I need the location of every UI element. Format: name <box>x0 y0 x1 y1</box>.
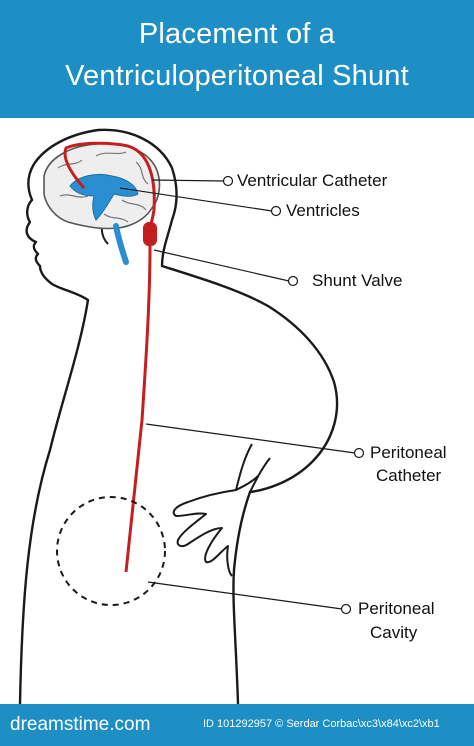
title-line-2: Ventriculoperitoneal Shunt <box>65 60 409 92</box>
label-peritoneal-cavity-line1: Peritoneal <box>358 599 435 618</box>
marker-ventricular-catheter <box>222 175 234 187</box>
footer-logo: dreamstime.com <box>10 714 151 735</box>
label-peritoneal-catheter-line1: Peritoneal <box>370 443 447 462</box>
shunt-tube-upper <box>63 141 156 227</box>
label-ventricular-catheter: Ventricular Catheter <box>237 171 388 190</box>
leader-ventricles <box>119 187 273 212</box>
label-peritoneal-cavity-line2: Cavity <box>370 623 418 642</box>
footer-banner: dreamstime.com ID 101292957 © Serdar Cor… <box>0 704 474 746</box>
leader-shunt-valve <box>153 249 290 282</box>
marker-peritoneal-cavity <box>340 603 352 615</box>
shunt-tube-lower <box>124 245 152 573</box>
leader-peritoneal-cavity <box>147 581 343 610</box>
vp-shunt-illustration <box>18 128 365 704</box>
title-banner: Placement of a Ventriculoperitoneal Shun… <box>0 0 474 118</box>
brainstem <box>113 223 129 265</box>
arm-hand-outline <box>172 443 271 577</box>
label-ventricles: Ventricles <box>286 201 360 220</box>
leader-ventricular-catheter <box>151 179 225 182</box>
peritoneal-cavity-circle <box>56 496 166 606</box>
brain-folds <box>57 151 149 223</box>
shunt-valve-body <box>143 222 157 246</box>
label-peritoneal-catheter-line2: Catheter <box>376 466 442 485</box>
marker-shunt-valve <box>287 275 299 287</box>
ventricles-shape <box>69 173 139 221</box>
marker-peritoneal-catheter <box>353 447 365 459</box>
title-line-1: Placement of a <box>138 18 336 50</box>
label-shunt-valve: Shunt Valve <box>312 271 403 290</box>
marker-ventricles <box>270 205 282 217</box>
footer-image-id: ID 101292957 © Serdar Corbac\xc3\x84\xc2… <box>203 718 440 730</box>
leader-peritoneal-catheter <box>145 423 356 454</box>
body-outline <box>18 128 339 704</box>
illustration-panel: Ventricular Catheter Ventricles Shunt Va… <box>0 118 474 704</box>
